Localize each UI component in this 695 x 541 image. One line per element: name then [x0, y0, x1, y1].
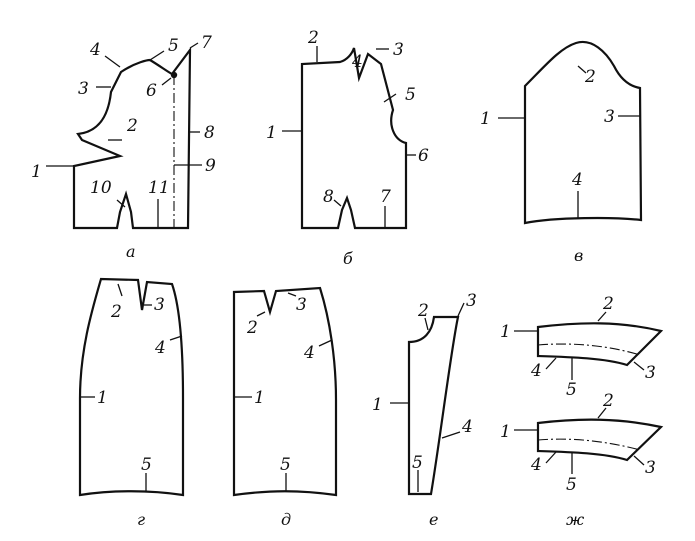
piece-e: 1 2 3 4 5 е [372, 291, 477, 529]
piece-g-label-2: 2 [110, 302, 122, 322]
piece-zh2-label-5: 5 [566, 475, 577, 495]
piece-zh2-outline [536, 418, 664, 462]
piece-g-outline [78, 277, 185, 497]
piece-e-label-4: 4 [461, 417, 473, 437]
piece-e-label-3: 3 [466, 291, 477, 311]
piece-b-label-5: 5 [405, 85, 416, 105]
piece-zh1-label-1: 1 [500, 322, 511, 342]
piece-b-label-7: 7 [380, 187, 391, 207]
piece-a-label-6: 6 [146, 81, 157, 101]
piece-a-label-5: 5 [168, 36, 179, 56]
piece-zh-upper: 1 2 3 4 5 [500, 294, 664, 400]
piece-b: 1 2 3 4 5 6 7 8 б [266, 28, 429, 268]
piece-a: 1 2 3 4 5 6 7 8 9 10 11 а [31, 33, 216, 261]
piece-b-label-3: 3 [393, 40, 404, 60]
caption-d: д [281, 510, 291, 529]
piece-g-label-1: 1 [97, 388, 108, 408]
piece-a-label-7: 7 [201, 33, 212, 53]
piece-v-label-3: 3 [604, 107, 615, 127]
piece-b-outline [300, 47, 408, 230]
piece-d-label-1: 1 [254, 388, 265, 408]
caption-b: б [343, 249, 353, 268]
caption-v: в [574, 246, 583, 265]
caption-g: г [137, 510, 145, 529]
piece-g-label-5: 5 [141, 455, 152, 475]
piece-v-label-1: 1 [480, 109, 491, 129]
piece-d: 1 2 3 4 5 д [232, 286, 338, 529]
piece-e-outline [407, 315, 460, 496]
piece-g-label-3: 3 [154, 295, 165, 315]
piece-zh1-label-5: 5 [566, 380, 577, 400]
piece-a-label-8: 8 [204, 123, 215, 143]
piece-zh-lower: 1 2 3 4 5 ж [500, 391, 664, 529]
piece-b-label-6: 6 [418, 146, 429, 166]
piece-b-label-2: 2 [307, 28, 319, 48]
piece-a-label-10: 10 [90, 178, 112, 198]
piece-zh2-center-line [537, 438, 641, 451]
piece-v: 1 2 3 4 в [480, 40, 643, 265]
piece-a-point [170, 71, 178, 79]
piece-zh2-label-1: 1 [500, 422, 511, 442]
caption-e: е [429, 510, 438, 529]
piece-a-outline [72, 46, 192, 230]
piece-zh2-label-4: 4 [530, 455, 542, 475]
piece-zh2-label-2: 2 [602, 391, 614, 411]
piece-v-label-4: 4 [571, 170, 583, 190]
piece-zh1-label-3: 3 [645, 363, 656, 383]
caption-zh: ж [566, 510, 585, 529]
piece-a-label-1: 1 [31, 162, 42, 182]
piece-zh1-outline [536, 322, 664, 367]
piece-d-label-4: 4 [303, 343, 315, 363]
piece-zh2-label-3: 3 [645, 458, 656, 478]
piece-g: 1 2 3 4 5 г [78, 277, 185, 529]
piece-v-outline [523, 40, 643, 225]
piece-b-label-1: 1 [266, 123, 277, 143]
piece-zh1-label-2: 2 [602, 294, 614, 314]
piece-d-label-2: 2 [246, 318, 258, 338]
piece-d-label-5: 5 [280, 455, 291, 475]
piece-e-label-1: 1 [372, 395, 383, 415]
piece-b-label-4: 4 [351, 52, 363, 72]
piece-g-label-4: 4 [154, 338, 166, 358]
piece-a-label-9: 9 [205, 156, 216, 176]
piece-a-label-2: 2 [126, 116, 138, 136]
piece-a-label-4: 4 [89, 40, 101, 60]
piece-a-label-3: 3 [78, 79, 89, 99]
piece-e-label-5: 5 [412, 453, 423, 473]
caption-a: а [126, 242, 136, 261]
piece-a-label-11: 11 [148, 178, 170, 198]
piece-zh1-label-4: 4 [530, 361, 542, 381]
piece-e-label-2: 2 [417, 301, 429, 321]
piece-d-label-3: 3 [296, 295, 307, 315]
piece-zh1-center-line [537, 343, 641, 356]
piece-v-label-2: 2 [584, 67, 596, 87]
piece-d-outline [232, 286, 338, 497]
piece-b-label-8: 8 [323, 187, 334, 207]
